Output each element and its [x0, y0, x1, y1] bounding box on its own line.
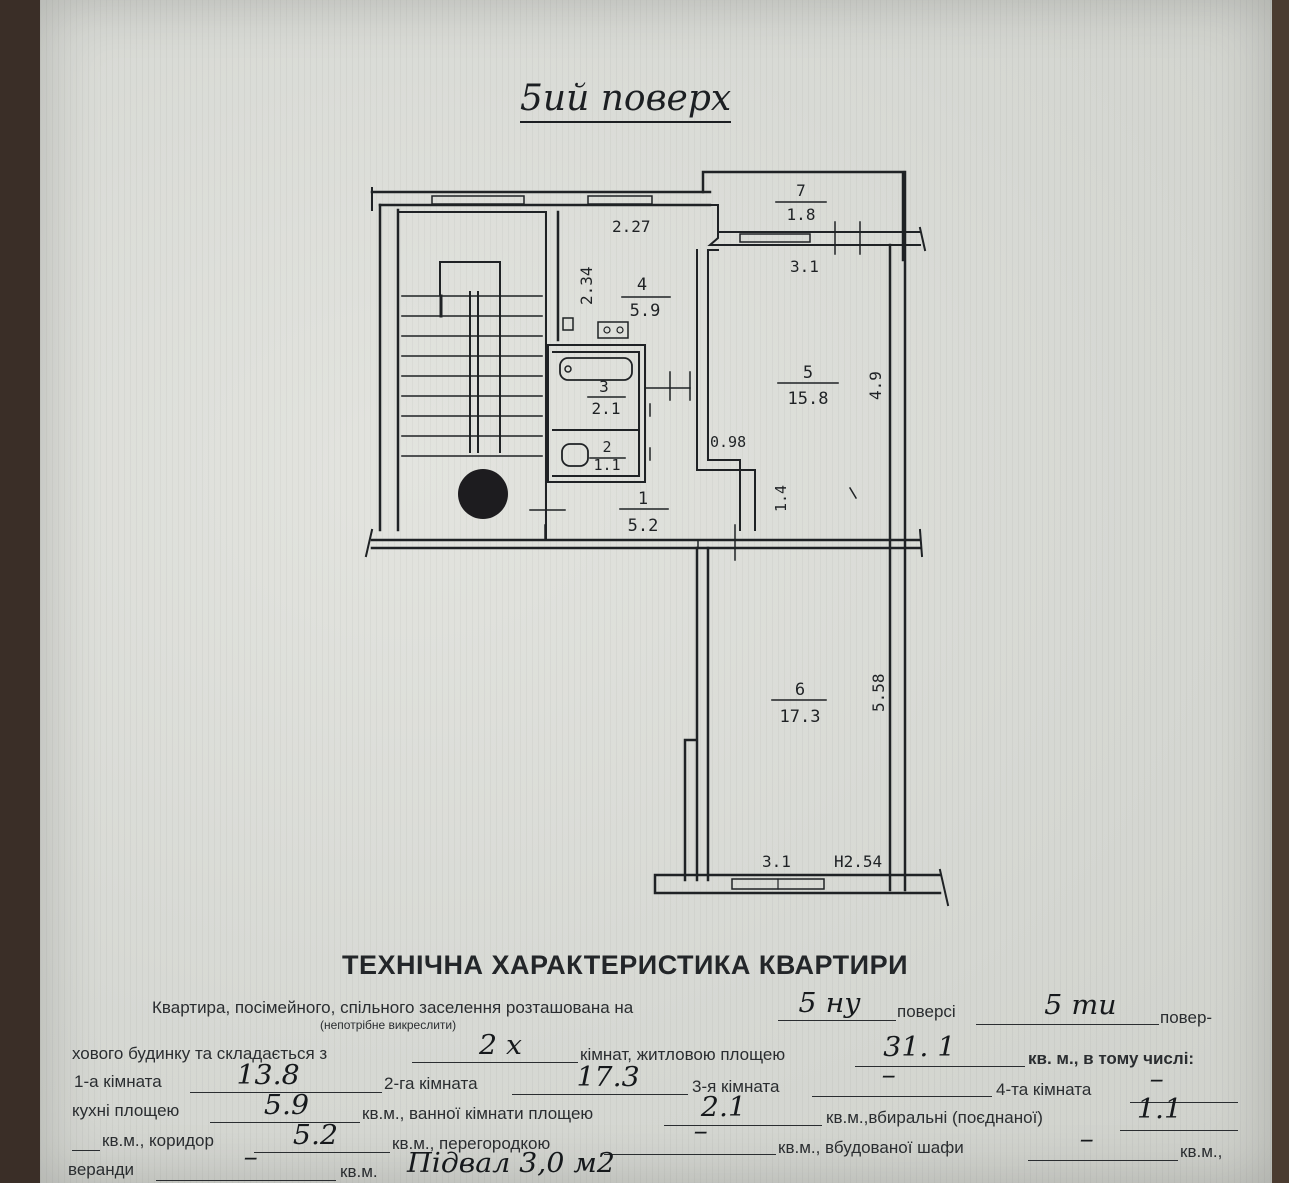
dim-3-1-top: 3.1: [790, 257, 819, 276]
corridor-field: [254, 1130, 390, 1153]
sink: [562, 317, 574, 331]
wardrobe-value: –: [1079, 1124, 1094, 1155]
room1-value: 13.8: [236, 1060, 300, 1091]
form-line3-label-a: 1-а кімната: [74, 1072, 162, 1091]
room-2-number: 2: [602, 438, 611, 456]
toilet: [561, 443, 589, 467]
partition-field: [604, 1132, 776, 1155]
dim-4-9: 4.9: [866, 371, 885, 400]
room-4-number: 4: [637, 275, 647, 295]
form-strike-note: (непотрібне викреслити): [320, 1018, 457, 1032]
form-heading: ТЕХНІЧНА ХАРАКТЕРИСТИКА КВАРТИРИ: [342, 950, 908, 980]
form-line4-label-c: кв.м.,вбиральні (поєднаної): [826, 1108, 1043, 1127]
dim-2-34: 2.34: [577, 266, 596, 305]
wc-field: [1120, 1108, 1238, 1131]
dim-0-98: 0.98: [710, 433, 746, 451]
window-balcony: [739, 233, 811, 243]
balcony-walls: [701, 170, 905, 262]
form-line4-label-a: кухні площею: [72, 1101, 180, 1120]
room-1-number: 1: [638, 489, 648, 509]
veranda-field: [156, 1158, 336, 1181]
wall-right: [888, 170, 907, 892]
dim-2-27: 2.27: [612, 217, 651, 236]
room4-field: [1130, 1080, 1238, 1103]
room-1-area: 5.2: [628, 516, 659, 536]
dim-5-58: 5.58: [869, 673, 888, 712]
form-line2-label-a: хового будинку та складається з: [72, 1044, 328, 1063]
room1-field: [190, 1070, 382, 1093]
form-line3-label-b: 2-га кімната: [384, 1074, 478, 1093]
floor-title: 5ий поверх: [520, 78, 732, 123]
living-area-value: 31. 1: [883, 1032, 956, 1063]
form-line3-label-c: 3-я кімната: [692, 1077, 780, 1096]
form-line6-label-a: веранди: [68, 1160, 135, 1179]
floors-total-value: 5 ти: [1044, 990, 1117, 1021]
living-area-field: [855, 1044, 1025, 1067]
room-4-area: 5.9: [630, 301, 661, 321]
stair-flight: [439, 261, 501, 453]
form-line6-label-b: кв.м.: [340, 1162, 378, 1181]
room-7-number: 7: [796, 181, 806, 200]
room3-value: –: [881, 1060, 896, 1091]
floor-plan: 4 5.9 3 2.1 2 1.1 1 5.2 5 15.8 6 17.3 7 …: [364, 170, 950, 907]
background-edge: [1272, 0, 1289, 1183]
partition-value: –: [693, 1116, 708, 1147]
room2-field: [512, 1072, 688, 1095]
room-6-number: 6: [795, 680, 805, 700]
room3-field: [812, 1074, 992, 1097]
room4-value: –: [1149, 1064, 1164, 1095]
window-room4: [587, 195, 653, 205]
stove: [597, 321, 629, 339]
bath-field: [664, 1103, 822, 1126]
form-line5-label-b: кв.м., перегородкою: [392, 1134, 551, 1153]
form-line1-label-b: поверсі: [897, 1002, 956, 1021]
room-7-area: 1.8: [787, 205, 816, 224]
bath-wc-block: [547, 344, 646, 483]
form-line2-label-b: кімнат, житловою площею: [580, 1045, 786, 1064]
form-line5-label-d: кв.м.,: [1180, 1142, 1223, 1161]
wall-middle: [370, 538, 922, 550]
basement-note: Підвал 3,0 м2: [407, 1148, 615, 1179]
form-line2-label-c: кв. м., в тому числі:: [1028, 1049, 1195, 1068]
window-stair: [431, 195, 525, 205]
floor-value: 5 ну: [798, 988, 861, 1019]
ceiling-height: H2.54: [834, 852, 882, 871]
room2-value: 17.3: [576, 1062, 640, 1093]
floors-total-field: [976, 1002, 1159, 1025]
form-line4-label-b: кв.м., ванної кімнати площею: [362, 1104, 594, 1123]
form-line1-label-c: повер-: [1160, 1008, 1213, 1027]
wall-room6-left: [683, 546, 710, 882]
room-3-area: 2.1: [592, 399, 621, 418]
wall-stair-left: [378, 203, 400, 532]
wardrobe-field: [1028, 1138, 1178, 1161]
room-5-area: 15.8: [788, 389, 829, 409]
room-5-number: 5: [803, 363, 813, 383]
line5-leading-field: [72, 1128, 100, 1151]
dim-3-1-bottom: 3.1: [762, 852, 791, 871]
ink-stamp-dot: [458, 469, 508, 519]
wall-bottom: [653, 873, 942, 895]
corridor-value: 5.2: [292, 1120, 339, 1151]
floor-field: [778, 998, 896, 1021]
room-3-number: 3: [599, 377, 609, 396]
wc-value: 1.1: [1136, 1094, 1183, 1125]
room-2-area: 1.1: [593, 456, 620, 474]
veranda-value: –: [243, 1142, 258, 1173]
form-line5-label-a: кв.м., коридор: [102, 1131, 214, 1150]
stairwell-frame: [397, 211, 547, 541]
form-line5-label-c: кв.м., вбудованої шафи: [778, 1138, 964, 1157]
form-line1-label-a: Квартира, посімейного, спільного заселен…: [152, 998, 634, 1017]
rooms-count-field: [412, 1040, 578, 1063]
form-line3-label-d: 4-та кімната: [996, 1080, 1092, 1099]
room-6-area: 17.3: [780, 707, 821, 727]
wall-top-left: [370, 190, 712, 207]
bathtub: [559, 357, 633, 381]
document-sheet: [40, 0, 1272, 1183]
kitchen-field: [210, 1100, 360, 1123]
bath-value: 2.1: [700, 1092, 747, 1123]
kitchen-value: 5.9: [263, 1090, 310, 1121]
rooms-count-value: 2 x: [478, 1030, 523, 1061]
dim-1-4: 1.4: [772, 485, 790, 512]
